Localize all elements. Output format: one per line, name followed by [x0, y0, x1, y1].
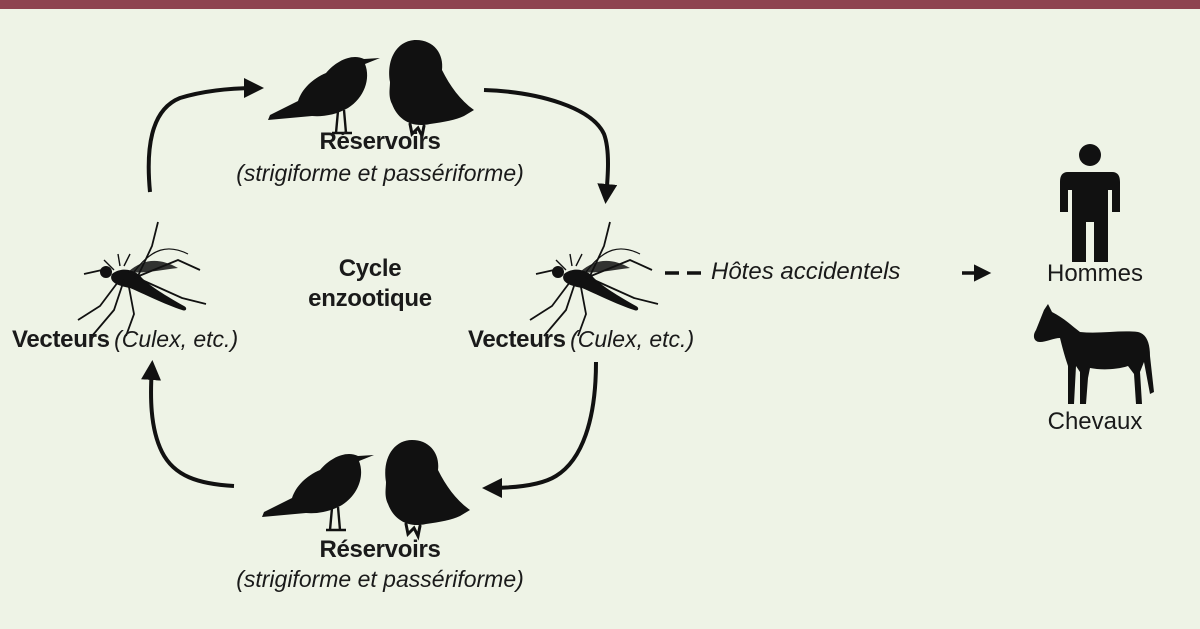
cycle-arrow-right-to-bottom — [482, 361, 598, 498]
mosquito-icon — [529, 221, 659, 337]
hosts-humans-label: Hommes — [1046, 260, 1143, 287]
mosquito-icon — [77, 221, 207, 337]
horse-icon — [1033, 304, 1154, 404]
cycle-title-line1: Cycle — [338, 255, 402, 282]
cycle-arrow-bottom-to-left — [141, 360, 235, 488]
accent-bar — [0, 0, 1200, 9]
blackbird-icon — [266, 55, 382, 135]
cycle-arrow-left-to-top — [146, 78, 264, 193]
reservoirs-bottom-name: Réservoirs — [319, 536, 441, 563]
vectors-left-name: Vecteurs — [12, 326, 110, 353]
vectors-left-detail: (Culex, etc.) — [114, 326, 239, 352]
accidental-hosts-label: Hôtes accidentels — [711, 258, 901, 285]
vectors-left-label: Vecteurs (Culex, etc.) — [12, 326, 238, 354]
vectors-right-detail: (Culex, etc.) — [570, 326, 695, 352]
person-icon — [1060, 144, 1120, 262]
cycle-title: Cycle enzootique — [300, 254, 440, 314]
reservoirs-bottom-detail: (strigiforme et passériforme) — [236, 566, 524, 592]
blackbird-icon — [260, 452, 376, 532]
reservoirs-top-detail: (strigiforme et passériforme) — [236, 160, 524, 186]
vectors-right-label: Vecteurs (Culex, etc.) — [468, 326, 694, 354]
vectors-right-name: Vecteurs — [468, 326, 566, 353]
hosts-horses-label: Chevaux — [1047, 408, 1143, 435]
cycle-title-line2: enzootique — [308, 285, 432, 312]
owl-icon — [383, 438, 472, 538]
cycle-arrow-top-to-right — [483, 88, 618, 204]
owl-icon — [387, 38, 476, 138]
reservoirs-top-name: Réservoirs — [319, 128, 441, 155]
